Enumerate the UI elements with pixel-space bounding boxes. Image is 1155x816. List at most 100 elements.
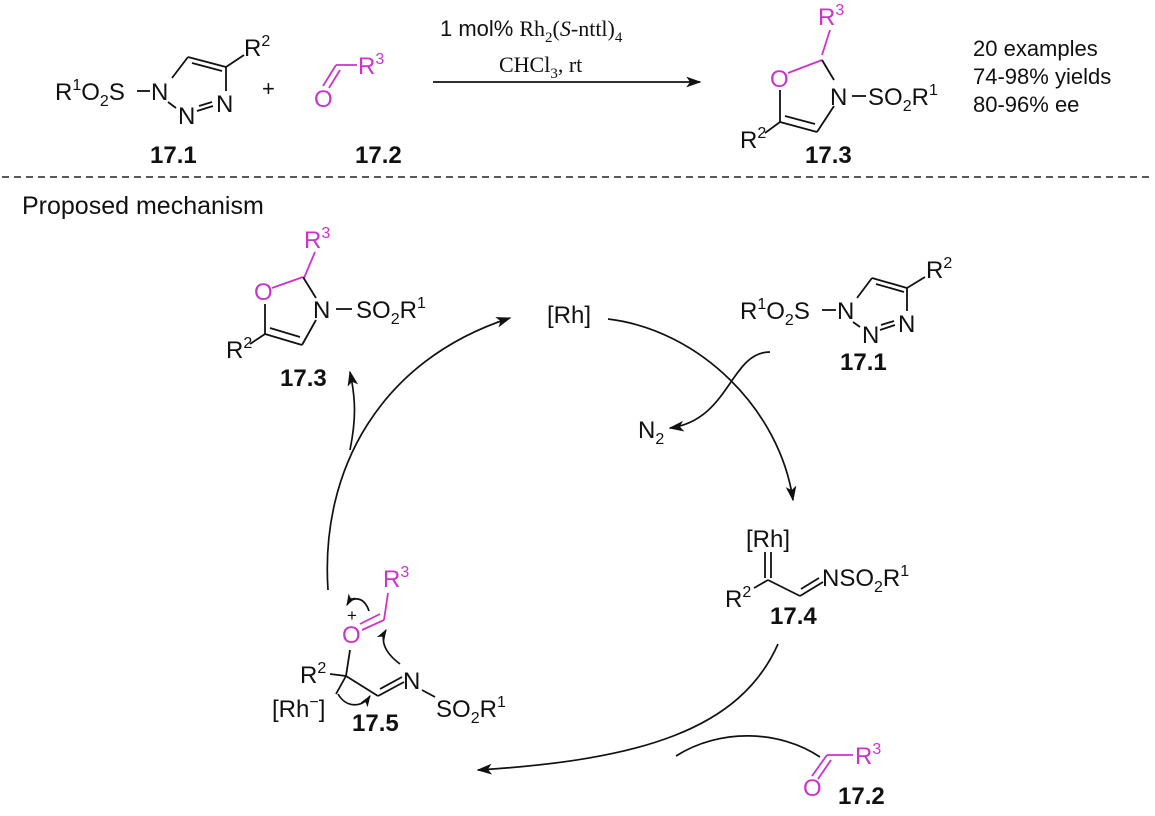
bond xyxy=(196,105,214,112)
bond xyxy=(301,319,317,346)
positive-charge: + xyxy=(347,606,357,625)
r1o2s-group: R1O2S xyxy=(740,296,810,329)
atom-n: N xyxy=(313,297,330,324)
bond xyxy=(249,333,266,345)
so2r1-group: SO2R1 xyxy=(356,295,426,328)
rh-carbenoid-17-4: [Rh] R2 NSO2R1 17.4 xyxy=(725,526,909,630)
reaction-conditions: 1 mol%Rh2(S-nttl)4 CHCl3, rt xyxy=(433,16,702,88)
ee-range: 80-96% ee xyxy=(973,92,1079,117)
atom-o: O xyxy=(254,279,273,306)
rh-label: [Rh] xyxy=(746,526,790,553)
r2-label: R2 xyxy=(244,33,270,62)
compound-label-17-3: 17.3 xyxy=(280,365,327,392)
r3-label: R3 xyxy=(383,564,409,593)
electron-push-arrow xyxy=(346,593,370,612)
bond xyxy=(167,101,177,109)
triazole-17-1-cycle: R1O2S N N N R2 17.1 xyxy=(740,255,952,376)
bond xyxy=(753,579,769,589)
compound-label-17-2: 17.2 xyxy=(355,142,402,169)
examples-count: 20 examples xyxy=(973,36,1098,61)
compound-label-17-1: 17.1 xyxy=(150,142,197,169)
plus-sign: + xyxy=(262,76,275,101)
compound-label-17-3: 17.3 xyxy=(805,142,852,169)
atom-n: N xyxy=(830,84,847,111)
cycle-arrow-rh-to-17-4 xyxy=(607,318,797,502)
bond xyxy=(800,577,820,590)
bond xyxy=(361,619,385,631)
oxazoline-17-3-top: R3 O N SO2R1 R2 17.3 xyxy=(740,2,938,169)
atom-n1: N xyxy=(837,298,854,325)
rh-catalyst: [Rh] xyxy=(547,302,591,329)
aldehyde-17-2-cycle: O R3 17.2 xyxy=(803,741,885,810)
aldehyde-17-2-top: O R3 17.2 xyxy=(314,51,402,169)
n2-byproduct: N2 xyxy=(638,417,664,448)
bond xyxy=(879,324,896,331)
product-release-arrow xyxy=(347,370,359,451)
bond xyxy=(787,59,823,74)
results-summary: 20 examples 74-98% yields 80-96% ee xyxy=(973,36,1111,117)
oxonium-intermediate-17-5: R3 + O R2 N SO2R1 [Rh−] 17.5 xyxy=(272,564,506,737)
bond xyxy=(767,579,801,597)
electron-push-arrow xyxy=(337,693,371,708)
bond xyxy=(821,29,831,56)
r3-label: R3 xyxy=(358,51,384,80)
bond xyxy=(345,649,351,677)
triazole-17-1-top: R1O2S N N N R2 17.1 xyxy=(55,33,270,169)
atom-n2: N xyxy=(178,103,195,130)
section-title: Proposed mechanism xyxy=(22,192,264,220)
electron-push-arrow xyxy=(376,628,401,665)
compound-label-17-4: 17.4 xyxy=(770,603,817,630)
bond xyxy=(379,676,403,690)
nso2r1-group: NSO2R1 xyxy=(822,563,909,596)
bond xyxy=(191,62,223,72)
bond xyxy=(906,276,926,289)
atom-n3: N xyxy=(216,91,233,118)
atom-n: N xyxy=(403,668,420,695)
bond xyxy=(811,754,828,777)
bond xyxy=(171,56,189,79)
so2r1-group: SO2R1 xyxy=(868,82,938,115)
bond xyxy=(225,54,245,68)
bond xyxy=(359,613,381,625)
bond xyxy=(871,277,908,289)
bond xyxy=(269,327,301,338)
bond xyxy=(821,59,835,81)
bond xyxy=(779,121,818,133)
conditions-line-1: 1 mol%Rh2(S-nttl)4 xyxy=(440,16,623,46)
bond xyxy=(764,121,781,134)
r2-label: R2 xyxy=(226,335,252,364)
bond xyxy=(880,320,895,326)
r3-label: R3 xyxy=(855,741,881,770)
bond xyxy=(322,64,337,87)
atom-n1: N xyxy=(151,79,168,106)
cycle-arrow-17-5-to-rh xyxy=(326,317,512,591)
cycle-arrow-17-4-to-17-5 xyxy=(476,643,779,775)
atom-o: O xyxy=(803,775,822,802)
bond xyxy=(302,276,317,299)
r1o2s-group: R1O2S xyxy=(55,77,125,110)
bond xyxy=(345,675,379,697)
bond xyxy=(377,681,405,697)
compound-label-17-5: 17.5 xyxy=(352,710,399,737)
bond xyxy=(799,581,824,597)
n2-release-arrow xyxy=(668,351,771,432)
bond xyxy=(875,283,905,293)
r2-label: R2 xyxy=(300,660,326,689)
conditions-line-2: CHCl3, rt xyxy=(499,52,582,82)
bond xyxy=(198,101,213,107)
rh-anion-label: [Rh−] xyxy=(272,694,325,723)
r3-label: R3 xyxy=(304,225,330,254)
compound-label-17-1: 17.1 xyxy=(840,349,887,376)
bond xyxy=(852,321,861,328)
bond xyxy=(816,105,835,133)
aldehyde-entry-arrow xyxy=(675,735,821,758)
r2-label: R2 xyxy=(725,584,751,613)
bond xyxy=(335,675,347,695)
atom-o: O xyxy=(314,86,333,113)
bond xyxy=(328,69,341,89)
bond xyxy=(817,759,832,780)
bond xyxy=(383,592,389,621)
atom-n2: N xyxy=(862,322,879,349)
bond xyxy=(303,251,316,279)
